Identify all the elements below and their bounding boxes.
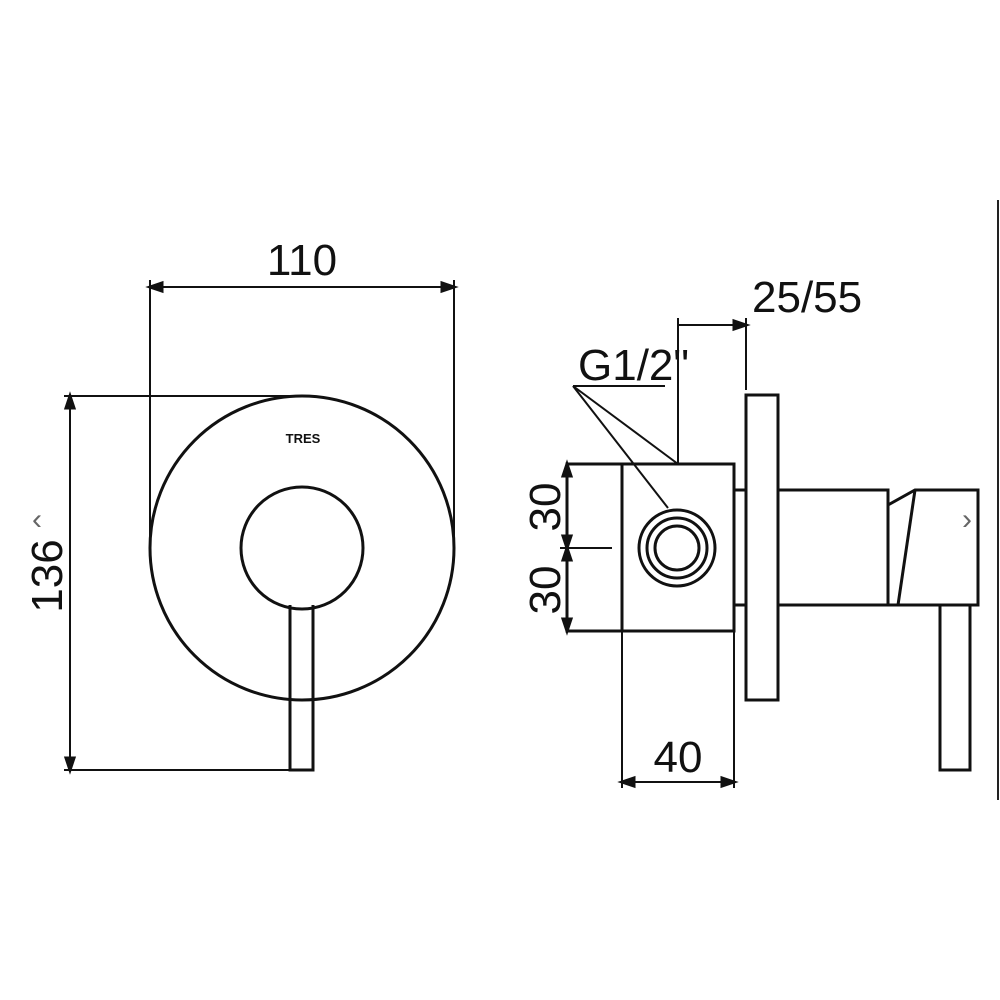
inlet-inner bbox=[653, 524, 701, 572]
depth-label: 25/55 bbox=[752, 273, 862, 322]
body-depth-arrow-right bbox=[720, 775, 739, 789]
width-arrow-left bbox=[145, 280, 164, 294]
handle-hub-circle bbox=[239, 485, 365, 611]
body-depth-label: 40 bbox=[654, 733, 703, 782]
chevron-right-icon[interactable]: › bbox=[962, 503, 972, 536]
wall-plate-side bbox=[744, 393, 780, 702]
inlet-middle bbox=[645, 516, 709, 580]
frame-edge bbox=[997, 200, 999, 800]
upper-offset-label: 30 bbox=[521, 483, 570, 532]
lower-offset-label: 30 bbox=[521, 566, 570, 615]
body-depth-arrow-left bbox=[617, 775, 636, 789]
offset-arrow-mid-up bbox=[560, 534, 574, 553]
handle-sleeve bbox=[776, 488, 890, 607]
handle-cap-seam bbox=[896, 489, 917, 606]
body-neck bbox=[732, 488, 748, 607]
width-arrow-right bbox=[440, 280, 459, 294]
chevron-left-icon[interactable]: ‹ bbox=[32, 503, 42, 536]
handle-cap bbox=[886, 488, 980, 607]
height-arrow-top bbox=[63, 391, 77, 410]
front-lever bbox=[288, 605, 315, 772]
height-label: 136 bbox=[23, 539, 72, 612]
offset-arrow-top bbox=[560, 459, 574, 478]
width-label: 110 bbox=[267, 236, 337, 285]
side-view bbox=[560, 318, 980, 789]
inlet-outer bbox=[637, 508, 717, 588]
thread-leader-to-inlet bbox=[572, 385, 669, 509]
height-arrow-bottom bbox=[63, 756, 77, 775]
offset-arrow-bottom bbox=[560, 617, 574, 636]
front-view bbox=[63, 280, 459, 775]
depth-arrow bbox=[732, 318, 751, 332]
thread-leader-to-body bbox=[572, 385, 679, 465]
side-lever bbox=[938, 605, 972, 772]
offset-arrow-mid-down bbox=[560, 543, 574, 562]
thread-label: G1/2" bbox=[578, 341, 689, 390]
logo-text: TRES bbox=[286, 431, 321, 446]
